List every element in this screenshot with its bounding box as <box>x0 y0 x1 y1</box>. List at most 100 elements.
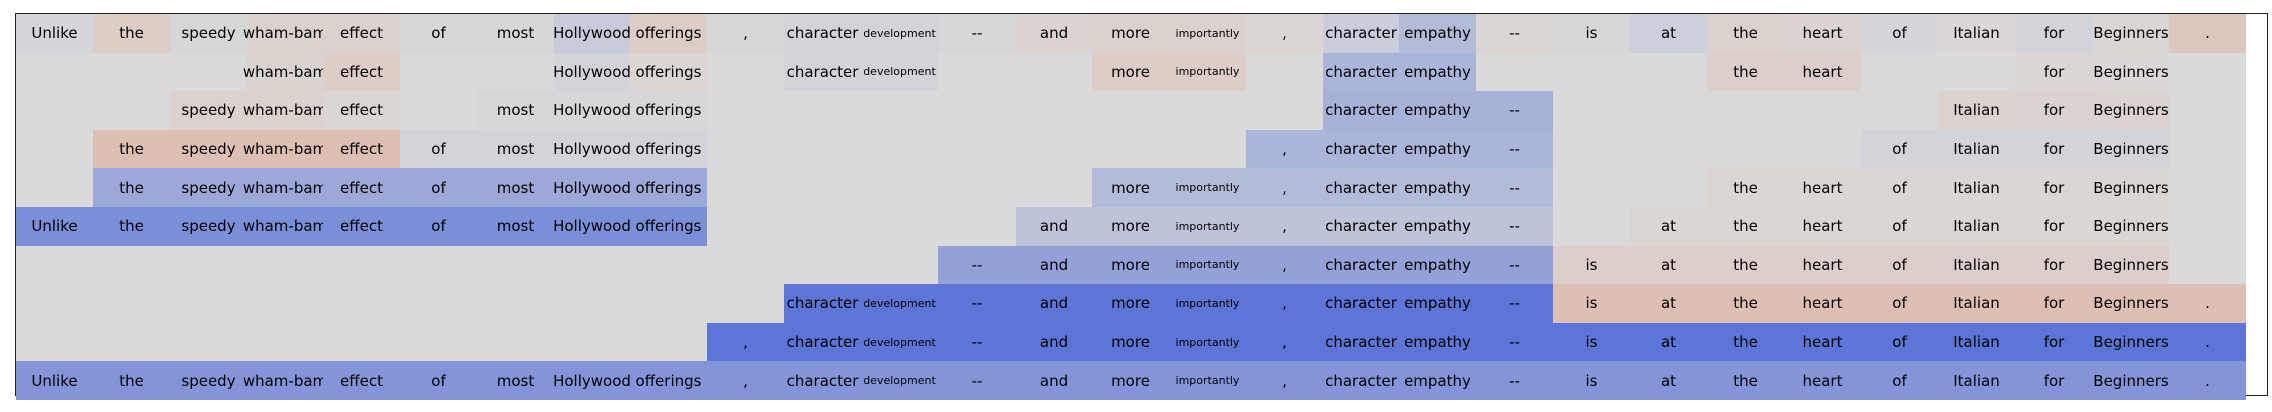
heatmap-cell: Hollywood <box>553 91 631 130</box>
heatmap-cell: -- <box>1476 322 1553 362</box>
heatmap-cell: heart <box>1784 284 1861 323</box>
heatmap-cell <box>93 91 170 130</box>
heatmap-cell: character <box>1323 322 1399 362</box>
heatmap-cell <box>2169 245 2246 285</box>
heatmap-cell: Hollywood <box>553 207 631 246</box>
heatmap-cell <box>1630 91 1707 130</box>
heatmap-cell <box>1938 52 2015 92</box>
heatmap-cell: effect <box>323 129 400 169</box>
heatmap-cell: empathy <box>1399 14 1476 53</box>
heatmap-cell: for <box>2015 52 2093 92</box>
heatmap-cell <box>554 322 630 362</box>
heatmap-cell: the <box>93 168 170 207</box>
heatmap-cell: . <box>2169 14 2246 53</box>
heatmap-cell: importantly <box>1169 207 1246 246</box>
heatmap-cell: development <box>861 284 938 323</box>
heatmap-cell: effect <box>323 168 400 207</box>
heatmap-cell: character <box>1323 91 1399 130</box>
heatmap-cell <box>1553 52 1630 92</box>
heatmap-cell <box>1861 91 1938 130</box>
heatmap-cell: the <box>93 207 170 246</box>
heatmap-cell: more <box>1092 361 1169 400</box>
heatmap-cell: Unlike <box>16 361 93 400</box>
heatmap-cell <box>2169 207 2246 246</box>
heatmap-cell <box>861 129 938 169</box>
heatmap-cell: development <box>861 322 938 362</box>
heatmap-cell: , <box>1246 361 1323 400</box>
heatmap-cell <box>1553 129 1630 169</box>
heatmap-cell <box>323 245 400 285</box>
heatmap-cell: importantly <box>1169 14 1246 53</box>
heatmap-cell <box>1016 129 1092 169</box>
heatmap-cell: most <box>477 91 554 130</box>
heatmap-cell: at <box>1630 284 1707 323</box>
heatmap-cell <box>784 168 861 207</box>
heatmap-cell: empathy <box>1399 322 1476 362</box>
heatmap-cell: Beginners <box>2093 245 2169 285</box>
heatmap-cell <box>247 322 323 362</box>
heatmap-cell: more <box>1092 52 1169 92</box>
heatmap-cell: speedy <box>170 14 247 53</box>
heatmap-cell: character <box>1323 284 1399 323</box>
heatmap-cell: empathy <box>1399 91 1476 130</box>
heatmap-cell: the <box>1707 14 1784 53</box>
heatmap-cell: most <box>477 207 554 246</box>
heatmap-cell: -- <box>938 361 1016 400</box>
heatmap-cell: Hollywood <box>553 168 631 207</box>
heatmap-cell: Italian <box>1938 207 2015 246</box>
heatmap-cell <box>1246 91 1323 130</box>
heatmap-cell <box>1016 168 1092 207</box>
heatmap-cell: -- <box>938 322 1016 362</box>
heatmap-cell: more <box>1092 14 1169 53</box>
heatmap-cell <box>554 245 630 285</box>
heatmap-cell <box>630 322 707 362</box>
heatmap-cell: -- <box>938 14 1016 53</box>
heatmap-cell <box>2169 129 2246 169</box>
heatmap-cell: for <box>2015 14 2093 53</box>
heatmap-cell: the <box>93 129 170 169</box>
heatmap-cell: and <box>1016 207 1092 246</box>
heatmap-cell: wham-bam <box>243 14 327 53</box>
heatmap-cell: wham-bam <box>243 129 327 169</box>
heatmap-cell <box>938 168 1016 207</box>
heatmap-cell: more <box>1092 168 1169 207</box>
heatmap-cell <box>170 52 247 92</box>
heatmap-cell: -- <box>1476 284 1553 323</box>
heatmap-cell: -- <box>938 245 1016 285</box>
heatmap-cell: wham-bam <box>243 91 327 130</box>
heatmap-cell <box>707 91 784 130</box>
heatmap-cell <box>707 207 784 246</box>
heatmap-cell: the <box>1707 207 1784 246</box>
heatmap-cell: of <box>1861 361 1938 400</box>
heatmap-cell <box>93 245 170 285</box>
heatmap-cell: for <box>2015 361 2093 400</box>
heatmap-cell: offerings <box>630 91 707 130</box>
heatmap-cell: . <box>2169 284 2246 323</box>
heatmap-cell: Italian <box>1938 245 2015 285</box>
heatmap-cell <box>2169 168 2246 207</box>
heatmap-cell: speedy <box>170 168 247 207</box>
heatmap-cell: Hollywood <box>553 14 631 53</box>
heatmap-cell <box>554 284 630 323</box>
heatmap-cell <box>1553 168 1630 207</box>
heatmap-cell: at <box>1630 361 1707 400</box>
heatmap-cell: effect <box>323 361 400 400</box>
heatmap-cell: for <box>2015 322 2093 362</box>
heatmap-cell <box>247 284 323 323</box>
heatmap-cell: the <box>1707 361 1784 400</box>
heatmap-cell: Hollywood <box>553 361 631 400</box>
heatmap-cell <box>400 322 477 362</box>
heatmap-cell: for <box>2015 207 2093 246</box>
heatmap-cell <box>16 168 93 207</box>
heatmap-cell: development <box>861 14 938 53</box>
heatmap-cell: for <box>2015 168 2093 207</box>
heatmap-cell <box>477 322 554 362</box>
heatmap-cell: , <box>707 361 784 400</box>
heatmap-cell: is <box>1553 322 1630 362</box>
heatmap-cell: the <box>93 361 170 400</box>
heatmap-cell <box>247 245 323 285</box>
heatmap-cell: character <box>784 52 861 92</box>
heatmap-cell <box>938 207 1016 246</box>
heatmap-cell: at <box>1630 245 1707 285</box>
